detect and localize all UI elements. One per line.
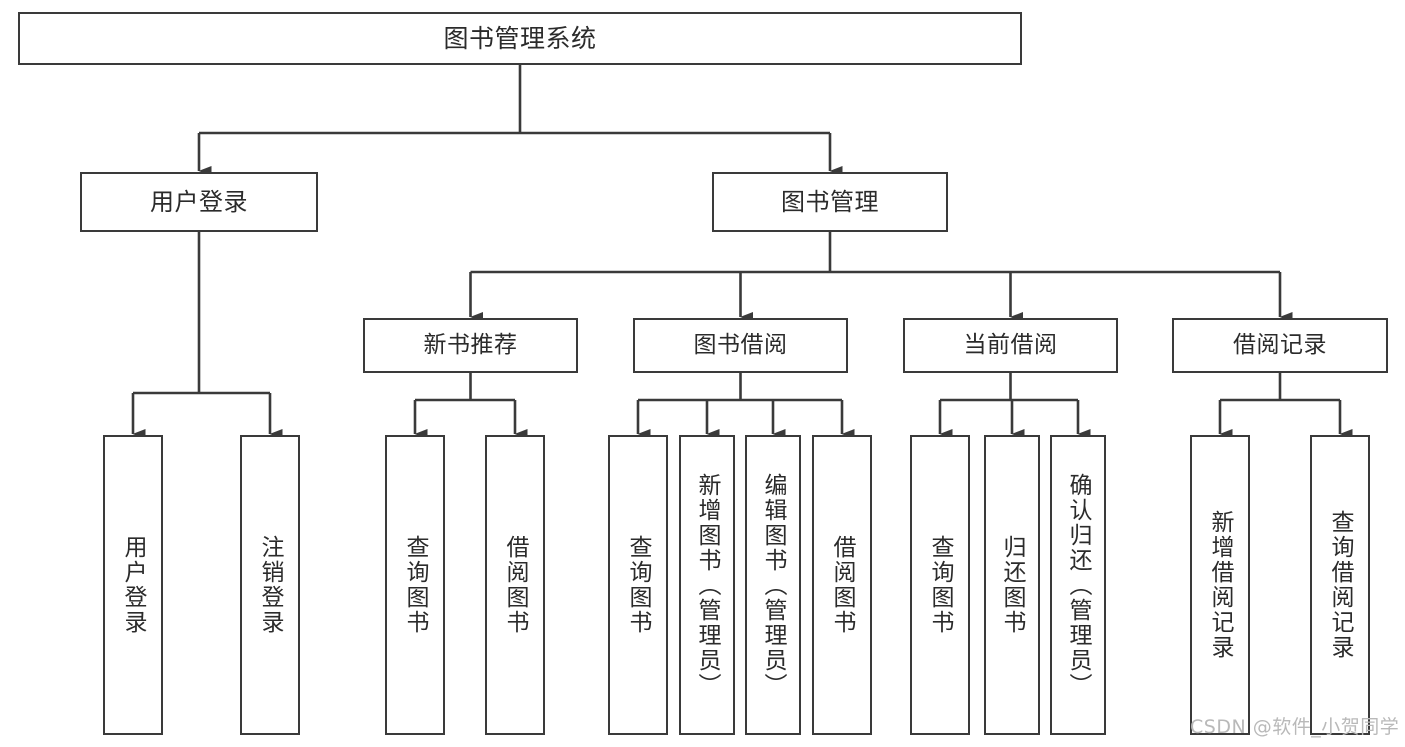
node-label: 借阅记录	[1233, 331, 1327, 358]
node-label: 确认归还（管理员）	[1065, 472, 1092, 698]
node-leaf-2[interactable]: 查询图书	[385, 435, 445, 735]
node-label: 图书管理系统	[443, 23, 597, 53]
node-label: 新增图书（管理员）	[694, 472, 721, 698]
node-label: 当前借阅	[963, 331, 1058, 358]
node-label: 查询图书	[927, 535, 954, 635]
node-leaf-10[interactable]: 确认归还（管理员）	[1050, 435, 1106, 735]
node-level2-1[interactable]: 图书借阅	[633, 318, 848, 373]
node-label: 借阅图书	[502, 535, 529, 635]
node-label: 查询图书	[625, 535, 652, 635]
node-leaf-12[interactable]: 查询借阅记录	[1310, 435, 1370, 735]
node-leaf-4[interactable]: 查询图书	[608, 435, 668, 735]
node-level2-0[interactable]: 新书推荐	[363, 318, 578, 373]
node-label: 编辑图书（管理员）	[760, 472, 787, 698]
node-leaf-6[interactable]: 编辑图书（管理员）	[745, 435, 801, 735]
node-leaf-9[interactable]: 归还图书	[984, 435, 1040, 735]
node-leaf-11[interactable]: 新增借阅记录	[1190, 435, 1250, 735]
node-level2-2[interactable]: 当前借阅	[903, 318, 1118, 373]
node-label: 新增借阅记录	[1207, 510, 1234, 660]
node-label: 新书推荐	[423, 331, 518, 358]
node-leaf-0[interactable]: 用户登录	[103, 435, 163, 735]
node-label: 归还图书	[999, 535, 1026, 635]
node-label: 注销登录	[257, 535, 284, 635]
node-level2-3[interactable]: 借阅记录	[1172, 318, 1388, 373]
node-label: 用户登录	[150, 187, 248, 216]
node-level1-0[interactable]: 用户登录	[80, 172, 318, 232]
node-leaf-8[interactable]: 查询图书	[910, 435, 970, 735]
node-root-system[interactable]: 图书管理系统	[18, 12, 1022, 65]
node-label: 查询借阅记录	[1327, 510, 1354, 660]
node-leaf-7[interactable]: 借阅图书	[812, 435, 872, 735]
node-label: 图书借阅	[693, 331, 788, 358]
node-label: 图书管理	[781, 187, 879, 216]
node-label: 用户登录	[120, 535, 147, 635]
node-leaf-5[interactable]: 新增图书（管理员）	[679, 435, 735, 735]
node-label: 借阅图书	[829, 535, 856, 635]
csdn-watermark: CSDN @软件_小贺同学	[1190, 716, 1400, 738]
node-label: 查询图书	[402, 535, 429, 635]
node-leaf-3[interactable]: 借阅图书	[485, 435, 545, 735]
node-leaf-1[interactable]: 注销登录	[240, 435, 300, 735]
node-level1-1[interactable]: 图书管理	[712, 172, 948, 232]
